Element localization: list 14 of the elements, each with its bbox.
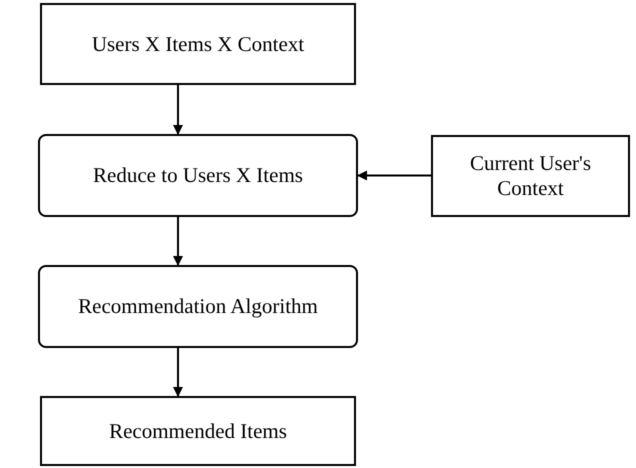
- box-label: Reduce to Users X Items: [93, 163, 303, 188]
- process-box: [38, 265, 358, 348]
- process-box: [40, 3, 356, 85]
- process-box: [40, 396, 356, 466]
- arrow: [173, 348, 183, 397]
- box-label: Users X Items X Context: [92, 32, 304, 56]
- arrow: [173, 85, 183, 135]
- process-box: [38, 134, 358, 217]
- box-label: Current User's Context: [468, 151, 592, 201]
- box-label: Recommended Items: [109, 418, 287, 444]
- process-box: [431, 135, 630, 217]
- box-label: Recommendation Algorithm: [78, 294, 318, 319]
- arrow: [357, 170, 431, 180]
- arrow: [173, 217, 183, 266]
